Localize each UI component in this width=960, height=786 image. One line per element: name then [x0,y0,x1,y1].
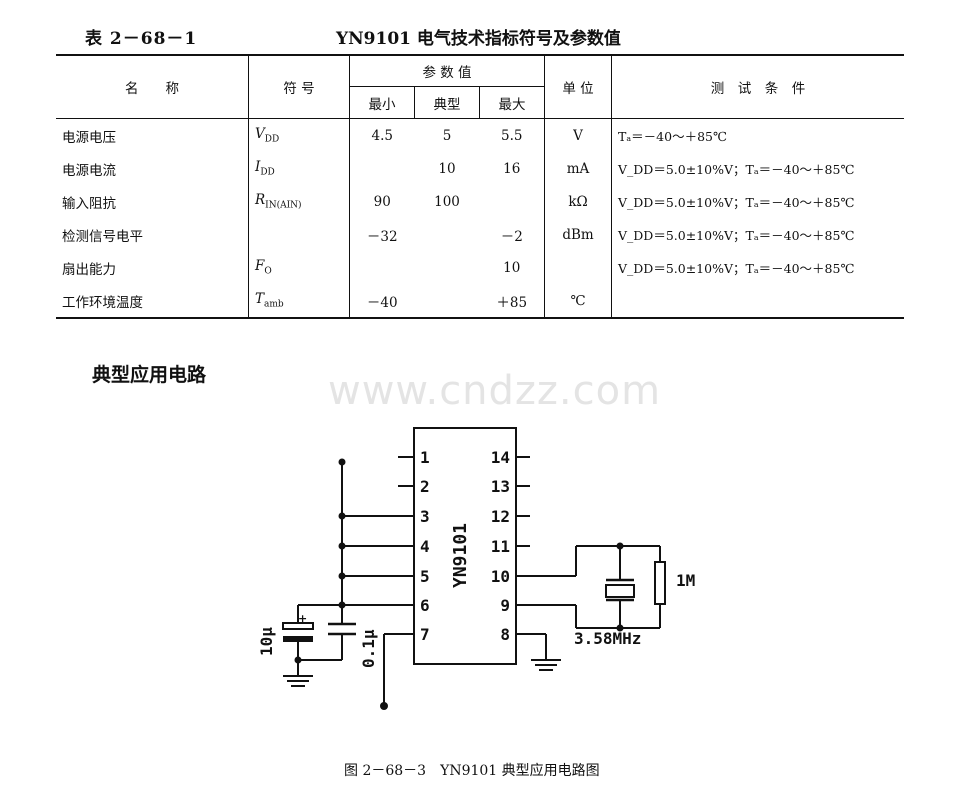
row-min: －40 [349,284,415,319]
pin-number: 5 [420,567,430,586]
pin-number: 13 [491,477,510,496]
pin-number: 6 [420,596,430,615]
spec-table: 名 称 符 号 参 数 值 单 位 测 试 条 件 最小 典型 最大 电源电压 … [56,54,904,319]
junction-dot [338,601,346,609]
row-unit: mA [544,152,612,185]
junction-dot [338,542,346,550]
row-condition: V_DD＝5.0±10%V；Tₐ＝－40～＋85℃ [611,152,904,185]
col-unit-header: 单 位 [544,55,612,119]
junction-dot [338,572,346,580]
pin-number: 12 [491,507,510,526]
pin-number: 3 [420,507,430,526]
pin-number: 11 [491,537,510,556]
junction-dot [338,458,346,466]
crystal-label: 3.58MHz [574,629,641,648]
chip-label: YN9101 [450,523,471,588]
row-max: ＋85 [479,284,545,319]
row-unit [544,251,612,284]
ground-symbol [531,659,561,671]
row-min [349,152,415,185]
row-unit: kΩ [544,185,612,218]
row-typ: 10 [438,160,456,177]
row-name: 电源电流 [62,162,116,179]
row-name: 检测信号电平 [62,228,143,245]
pin-number: 4 [420,537,430,556]
pin-number: 7 [420,625,430,644]
pin-number: 2 [420,477,430,496]
table-row: 工作环境温度 Tamb －40 ＋85 ℃ [56,284,904,319]
col-params-header: 参 数 值 [349,55,545,87]
junction-dot [294,656,302,664]
col-symbol-header: 符 号 [248,55,350,119]
row-symbol: RIN(AIN) [248,185,350,218]
crystal [605,578,635,602]
capacitor-10u: + [282,612,314,642]
row-typ: 100 [434,193,460,210]
row-min: －32 [349,218,415,251]
row-symbol [248,218,350,251]
junction-dot [616,542,624,550]
row-name: 工作环境温度 [56,284,249,319]
row-max: －2 [500,228,523,245]
row-symbol: FO [248,251,350,284]
row-name: 电源电压 [62,129,116,146]
junction-dot [616,624,624,632]
col-max-header: 最大 [479,86,545,119]
row-symbol: IDD [248,152,350,185]
table-row: 电源电压 VDD 4.5 5 5.5 V Tₐ＝－40～＋85℃ [56,118,904,152]
row-symbol: VDD [248,118,350,152]
capacitor-plus-sign: + [298,612,307,625]
col-name-header: 名 称 [56,55,249,119]
capacitor-0-1u [328,622,356,636]
row-condition [611,284,904,319]
watermark: www.cndzz.com [328,368,662,414]
row-min: 90 [349,185,415,218]
table-row: 输入阻抗 RIN(AIN) 90 100 kΩ V_DD＝5.0±10%V；Tₐ… [56,185,904,218]
row-max: 10 [503,259,521,276]
table-number: 表 2－68－1 [85,29,198,49]
row-max: 16 [503,160,521,177]
row-symbol: Tamb [248,284,350,319]
pin-number: 9 [500,596,510,615]
row-condition: Tₐ＝－40～＋85℃ [611,118,904,152]
row-unit: dBm [544,218,612,251]
table-row: 扇出能力 FO 10 V_DD＝5.0±10%V；Tₐ＝－40～＋85℃ [56,251,904,284]
junction-dot [338,512,346,520]
pin-number: 10 [491,567,510,586]
row-typ [414,284,480,319]
pin-number: 14 [491,448,510,467]
col-typ-header: 典型 [414,86,480,119]
row-unit: V [544,118,612,152]
table-row: 检测信号电平 －32 －2 dBm V_DD＝5.0±10%V；Tₐ＝－40～＋… [56,218,904,251]
row-max: 5.5 [501,127,523,144]
row-typ: 5 [442,127,452,144]
row-name: 输入阻抗 [62,195,116,212]
section-title: 典型应用电路 [92,364,207,386]
row-name: 扇出能力 [62,261,116,278]
table-row: 电源电流 IDD 10 16 mA V_DD＝5.0±10%V；Tₐ＝－40～＋… [56,152,904,185]
resistor-label: 1M [676,571,695,590]
table-title: YN9101 电气技术指标符号及参数值 [336,29,621,49]
row-condition: V_DD＝5.0±10%V；Tₐ＝－40～＋85℃ [611,218,904,251]
row-condition: V_DD＝5.0±10%V；Tₐ＝－40～＋85℃ [611,185,904,218]
pin-number: 8 [500,625,510,644]
pin-number: 1 [420,448,430,467]
capacitor-0-1u-label: 0.1μ [359,629,378,668]
row-min: 4.5 [349,118,415,152]
ground-symbol [283,675,313,687]
row-min [349,251,415,284]
terminal-dot [380,702,388,710]
resistor-1m [654,561,666,605]
col-min-header: 最小 [349,86,415,119]
capacitor-10u-label: 10μ [257,627,276,656]
col-cond-header: 测 试 条 件 [611,55,904,119]
figure-caption: 图 2－68－3 YN9101 典型应用电路图 [344,763,600,779]
row-condition: V_DD＝5.0±10%V；Tₐ＝－40～＋85℃ [611,251,904,284]
row-unit: ℃ [544,284,612,319]
